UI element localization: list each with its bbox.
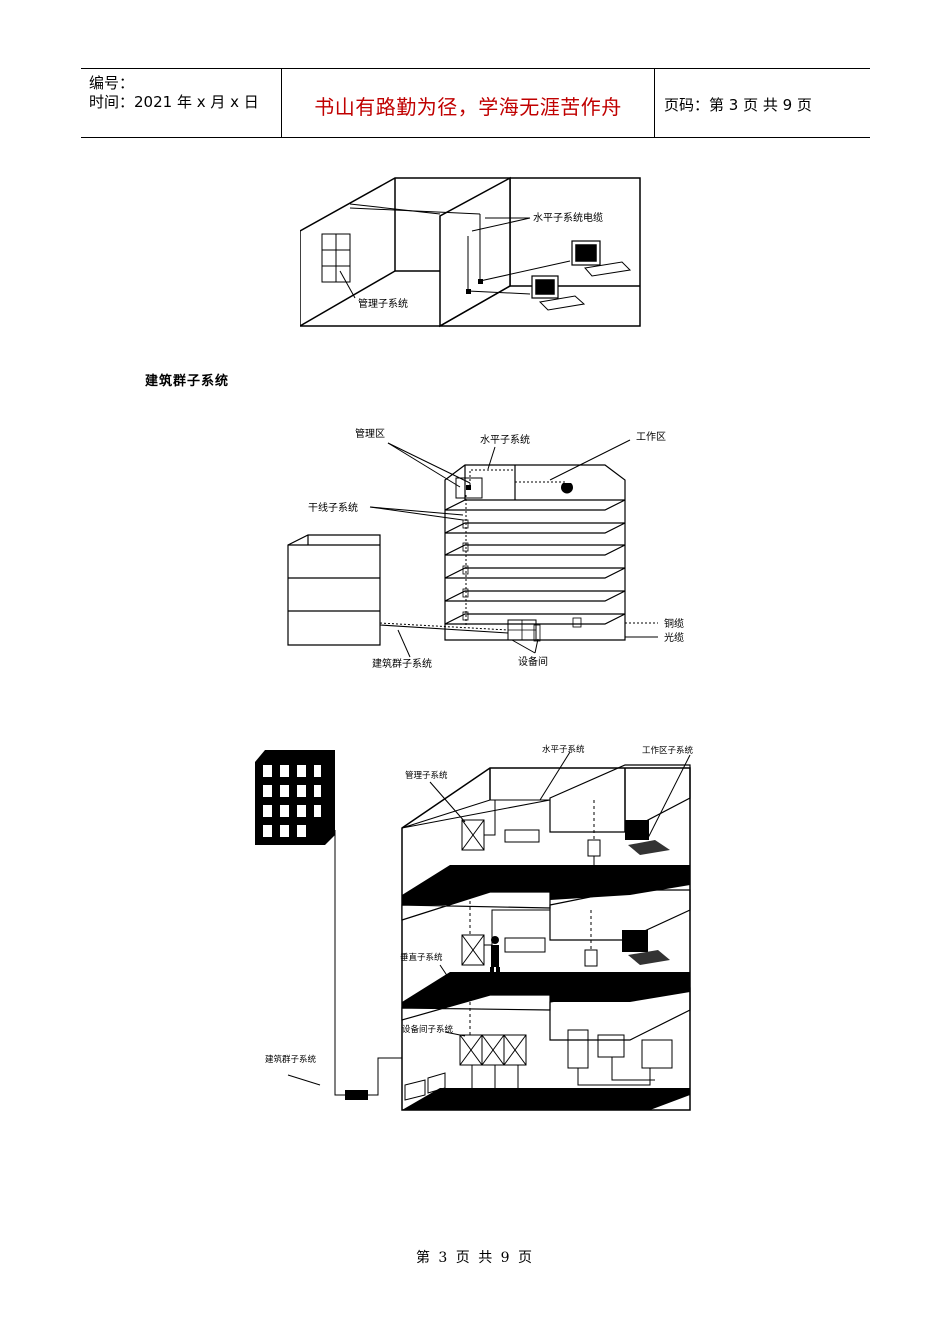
figure-horizontal-subsystem: 水平子系统电缆 管理子系统 bbox=[299, 176, 645, 328]
figure-campus-subsystem-drawing: 管理区 水平子系统 工作区 干线子系统 建筑群子系统 设备间 铜缆 光缆 bbox=[287, 427, 684, 670]
label-work-area: 工作区 bbox=[636, 431, 666, 443]
label-admin-subsystem-3: 管理子系统 bbox=[405, 770, 448, 781]
section-title: 建筑群子系统 bbox=[145, 374, 230, 389]
legend-copper: 铜缆 bbox=[664, 617, 684, 630]
label-admin-area: 管理区 bbox=[355, 427, 385, 440]
label-equipment-subsystem: 设备间子系统 bbox=[402, 1024, 454, 1035]
label-campus-subsystem: 建筑群子系统 bbox=[372, 657, 432, 670]
page-header: 编号： 时间：2021 年 x 月 x 日 书山有路勤为径，学海无涯苦作舟 页码… bbox=[81, 68, 870, 138]
label-horizontal-subsystem-3: 水平子系统 bbox=[542, 744, 585, 755]
header-meta-cell: 编号： 时间：2021 年 x 月 x 日 bbox=[81, 69, 281, 137]
header-page-cell: 页码：第 3 页 共 9 页 bbox=[654, 69, 870, 137]
label-backbone-subsystem: 干线子系统 bbox=[308, 501, 358, 514]
figure-campus-subsystem: 管理区 水平子系统 工作区 干线子系统 建筑群子系统 设备间 铜缆 光缆 bbox=[280, 425, 700, 675]
legend-fiber: 光缆 bbox=[664, 631, 684, 644]
label-admin-subsystem: 管理子系统 bbox=[358, 297, 408, 310]
label-vertical-subsystem: 垂直子系统 bbox=[400, 952, 443, 963]
page-info: 页码：第 3 页 共 9 页 bbox=[664, 96, 812, 114]
figure-cabling-system: 水平子系统 工作区子系统 管理子系统 垂直子系统 设备间子系统 建筑群子系统 bbox=[250, 740, 710, 1120]
figure-horizontal-subsystem-drawing: 水平子系统电缆 管理子系统 bbox=[299, 176, 641, 328]
figure-cabling-system-drawing: 水平子系统 工作区子系统 管理子系统 垂直子系统 设备间子系统 建筑群子系统 bbox=[255, 744, 694, 1111]
page-footer: 第 3 页 共 9 页 bbox=[415, 1250, 535, 1266]
label-work-area-subsystem: 工作区子系统 bbox=[642, 745, 694, 756]
motto-text: 书山有路勤为径，学海无涯苦作舟 bbox=[314, 95, 622, 119]
serial-label: 编号： bbox=[89, 74, 135, 92]
label-horizontal-cable: 水平子系统电缆 bbox=[533, 211, 603, 224]
label-campus-subsystem-3: 建筑群子系统 bbox=[265, 1054, 317, 1065]
label-horizontal-subsystem: 水平子系统 bbox=[480, 433, 530, 446]
time-label: 时间：2021 年 x 月 x 日 bbox=[89, 93, 259, 111]
label-equipment-room: 设备间 bbox=[518, 655, 548, 668]
header-motto-cell: 书山有路勤为径，学海无涯苦作舟 bbox=[281, 69, 655, 137]
